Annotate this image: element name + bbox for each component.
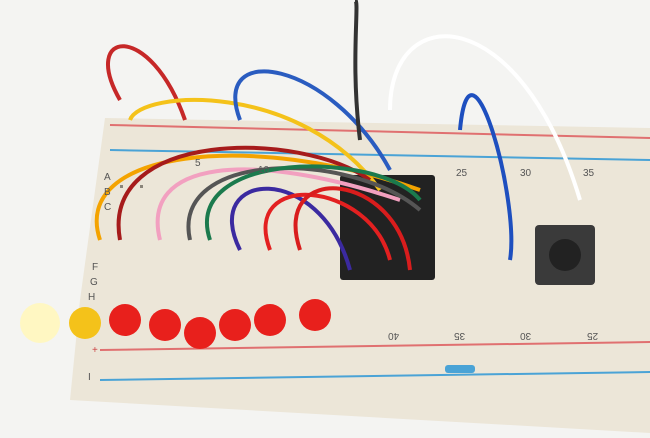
row-label-f: F	[92, 262, 99, 273]
col-30: 30	[520, 168, 532, 179]
col-35: 35	[583, 168, 595, 179]
led-yellow-lit	[20, 303, 60, 343]
col-10: 10	[258, 165, 270, 176]
row-label-b: B	[104, 187, 111, 198]
row-label-a: A	[104, 172, 111, 183]
row-label-h: H	[88, 292, 96, 303]
resistor	[445, 365, 475, 373]
col-25-bottom: 25	[587, 330, 599, 341]
row-label-c: C	[104, 202, 112, 213]
col-40-bottom: 40	[388, 330, 400, 341]
col-30-bottom: 30	[520, 330, 532, 341]
col-5: 5	[195, 158, 201, 169]
row-label-g: G	[90, 277, 98, 288]
col-35-bottom: 35	[454, 330, 466, 341]
row-label-i: I	[88, 372, 91, 383]
rail-plus: +	[92, 345, 98, 356]
col-25: 25	[456, 168, 468, 179]
